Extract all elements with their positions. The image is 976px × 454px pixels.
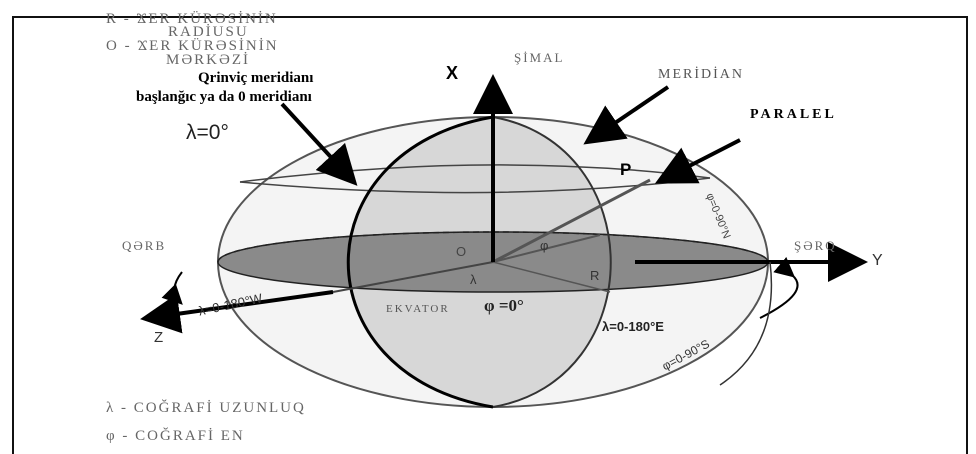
lambda-east-label: λ=0-180°E	[602, 319, 664, 334]
legend-lambda: λ - COĞRAFİ UZUNLUQ	[106, 400, 306, 417]
east-label: ŞƏRQ	[794, 238, 837, 254]
lambda-zero-label: λ=0°	[186, 121, 229, 145]
legend-phi: φ - COĞRAFİ EN	[106, 428, 245, 445]
equator-label: EKVATOR	[386, 303, 450, 315]
radius-label: R	[590, 268, 599, 283]
west-rotation-arc	[174, 272, 182, 302]
legend-o-line2: MƏRKƏZİ	[166, 52, 250, 69]
x-axis-label: X	[446, 63, 458, 84]
phi-zero-label: φ =0°	[484, 296, 524, 316]
point-p-label: P	[620, 160, 631, 180]
phi-angle-label: φ	[540, 238, 548, 253]
parallel-label: PARALEL	[750, 107, 837, 123]
meridian-pointer	[590, 87, 668, 140]
north-label: ŞİMAL	[514, 50, 564, 66]
west-label: QƏRB	[122, 238, 166, 254]
meridian-label: MERİDİAN	[658, 67, 744, 83]
greenwich-label-line2: başlanğıc ya da 0 meridianı	[136, 89, 312, 106]
origin-label: O	[456, 244, 466, 259]
y-axis-label: Y	[872, 252, 883, 270]
greenwich-label-line1: Qrinviç meridianı	[198, 70, 313, 87]
lambda-angle-label: λ	[470, 272, 477, 287]
z-axis-label: Z	[154, 329, 163, 346]
